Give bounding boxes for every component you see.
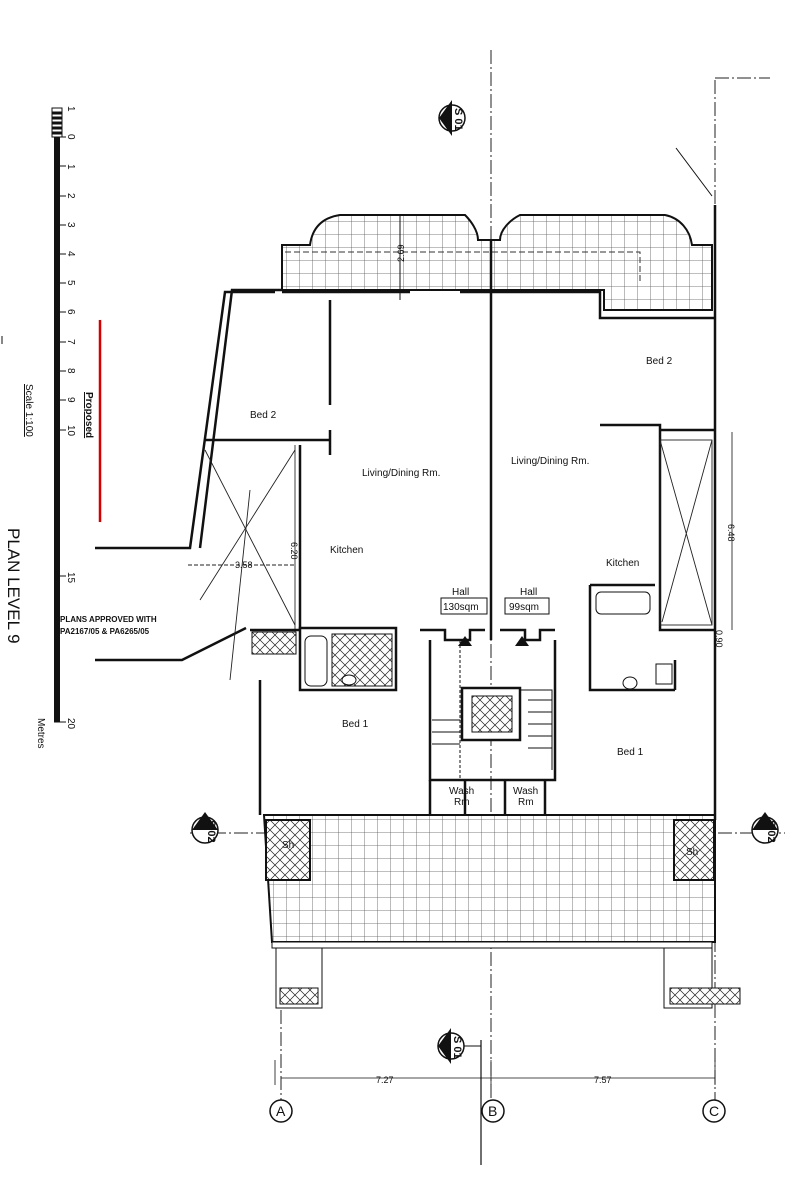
- walls: [95, 205, 717, 820]
- room-label-bed2-right: Bed 2: [646, 356, 673, 367]
- bathroom-right: [595, 591, 673, 690]
- room-label-kitchen-right: Kitchen: [606, 558, 639, 569]
- dimension-label: 6.20: [289, 542, 299, 560]
- area-label-left: 130sqm: [443, 602, 479, 613]
- room-label-bed1-right: Bed 1: [617, 747, 644, 758]
- section-marker-s01-bottom: S 01: [437, 1028, 465, 1064]
- scale-bar: 1 0 1 2 3 4 5 6 7 8 9 10 15 20 Metres Sc…: [23, 106, 76, 749]
- bathroom-left: [251, 626, 398, 692]
- lift-core: [432, 640, 553, 780]
- approval-note-line2: PA2167/05 & PA6265/05: [60, 627, 150, 636]
- scale-unit: Metres: [35, 718, 46, 749]
- dimension-lines: [274, 432, 733, 1085]
- room-label-bed1-left: Bed 1: [342, 719, 369, 730]
- room-label-hall-right: Hall: [520, 587, 537, 598]
- dimension-label: 6.48: [726, 524, 736, 542]
- scale-tick: 7: [65, 339, 76, 345]
- room-label-hall-left: Hall: [452, 587, 469, 598]
- svg-text:B: B: [488, 1103, 497, 1119]
- svg-text:S 02: S 02: [765, 820, 777, 843]
- room-label-wash-right-1: Wash: [513, 786, 538, 797]
- room-label-kitchen-left: Kitchen: [330, 545, 363, 556]
- room-label-wash-left-2: Rm: [454, 797, 470, 808]
- dimension-label: 0.90: [714, 630, 724, 648]
- svg-text:S 01: S 01: [452, 108, 464, 131]
- balcony-top: [281, 214, 713, 311]
- room-label-bed2-left: Bed 2: [250, 410, 277, 421]
- scale-label: Scale 1:100: [23, 384, 34, 437]
- svg-text:S 02: S 02: [205, 820, 217, 843]
- scale-tick: 3: [65, 222, 76, 228]
- scale-tick: 10: [65, 425, 76, 437]
- scale-tick: 1: [65, 106, 76, 112]
- scale-tick: 4: [65, 251, 76, 257]
- scale-tick: 8: [65, 368, 76, 374]
- scale-tick: 2: [65, 193, 76, 199]
- grid-bubble-a: A: [269, 1099, 293, 1123]
- section-marker-s01-top: S 01: [438, 100, 466, 136]
- scale-tick: 6: [65, 309, 76, 315]
- scale-tick: 9: [65, 397, 76, 403]
- svg-text:A: A: [276, 1103, 286, 1119]
- scale-tick: 15: [65, 572, 76, 584]
- dimension-label: 3.58: [235, 560, 253, 570]
- scale-tick: 1: [65, 164, 76, 170]
- shower-label-left: Sh: [282, 840, 294, 851]
- revision-label: Proposed: [83, 392, 94, 438]
- dimension-label: 2.69: [396, 244, 406, 262]
- svg-text:C: C: [709, 1103, 719, 1119]
- area-label-right: 99sqm: [509, 602, 539, 613]
- room-label-living-left: Living/Dining Rm.: [362, 468, 440, 479]
- room-label-wash-right-2: Rm: [518, 797, 534, 808]
- approval-note-line1: PLANS APPROVED WITH: [60, 615, 157, 624]
- scale-tick: 5: [65, 280, 76, 286]
- scale-tick: 20: [65, 718, 76, 730]
- room-label-wash-left-1: Wash: [449, 786, 474, 797]
- open-void-panels: [188, 439, 713, 681]
- grid-bubble-c: C: [702, 1099, 726, 1123]
- terrace-bottom: [262, 814, 741, 1009]
- dimension-label: 7.57: [594, 1075, 612, 1085]
- dimension-label: 7.27: [376, 1075, 394, 1085]
- grid-bubble-b: B: [481, 1099, 505, 1123]
- svg-text:S 01: S 01: [451, 1036, 463, 1059]
- section-marker-s02-left: S 02: [191, 812, 219, 844]
- scale-tick: 0: [65, 134, 76, 140]
- section-marker-s02-right: S 02: [751, 812, 779, 844]
- shower-label-right: Sh: [686, 847, 698, 858]
- room-label-living-right: Living/Dining Rm.: [511, 456, 589, 467]
- plan-title: PLAN LEVEL 9: [4, 528, 23, 644]
- stair-arrows: [458, 636, 529, 646]
